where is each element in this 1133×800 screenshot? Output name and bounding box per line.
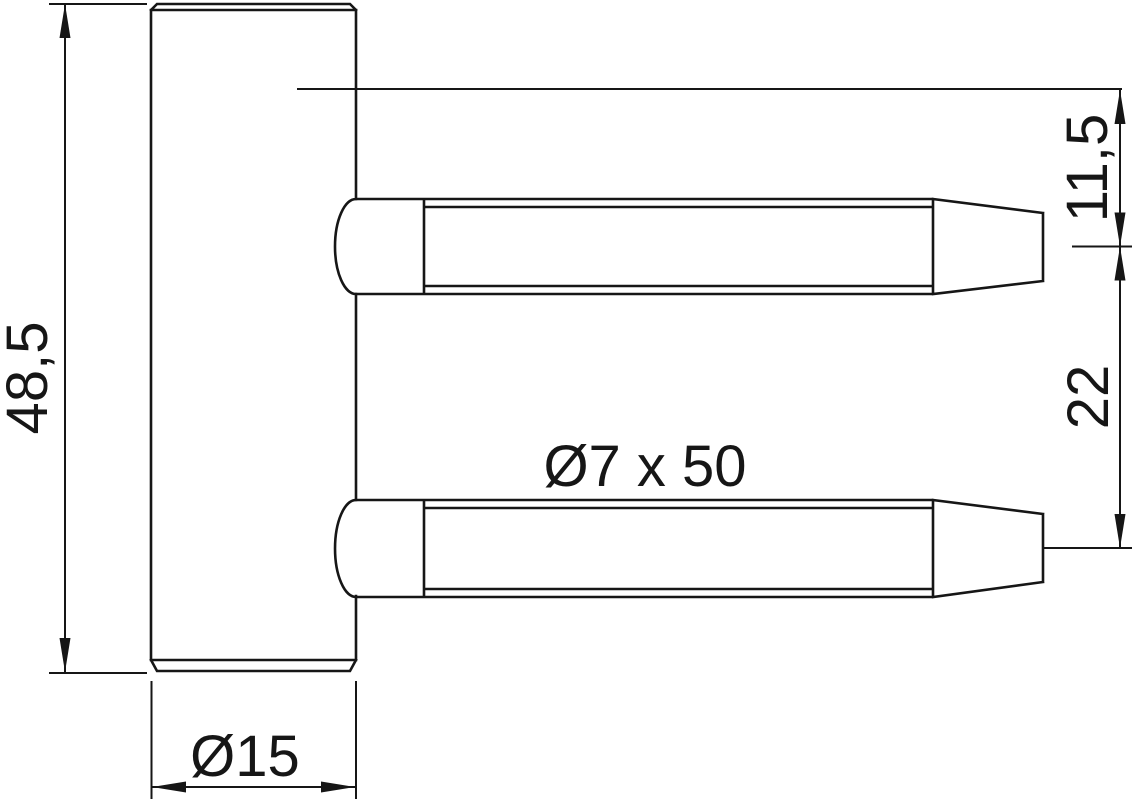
- dimension-labels: 48,5 Ø7 x 50 11,5 22 Ø15: [0, 114, 1121, 789]
- arrow-left-icon: [152, 781, 186, 793]
- part-outlines: [149, 2, 1045, 673]
- pin-spacing-label: 22: [1056, 365, 1121, 430]
- pin-spec-label: Ø7 x 50: [543, 434, 746, 499]
- barrel-outline: [149, 2, 358, 673]
- pin-top-outline: [333, 197, 1045, 296]
- dim-pin-position-lines: [297, 88, 1132, 549]
- arrow-down-icon: [1114, 212, 1126, 247]
- dimension-arrowheads: [59, 4, 1126, 793]
- arrow-down-icon: [1114, 514, 1126, 548]
- dimension-lines: [49, 3, 1132, 799]
- pin-offset-label: 11,5: [1055, 114, 1120, 223]
- barrel-diameter-label: Ø15: [190, 724, 300, 789]
- pin-bottom-outline: [333, 498, 1045, 599]
- arrow-up-icon: [1114, 246, 1126, 281]
- arrow-up-icon: [1114, 90, 1126, 124]
- overall-height-label: 48,5: [0, 322, 60, 435]
- arrow-down-icon: [59, 638, 71, 672]
- dim-overall-height-lines: [49, 3, 147, 674]
- arrow-right-icon: [321, 781, 355, 793]
- arrow-up-icon: [59, 4, 71, 38]
